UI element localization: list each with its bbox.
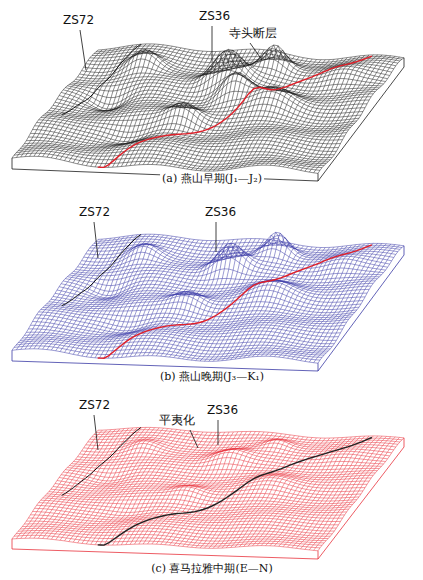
fault-line [98,245,372,358]
mesh-lines [12,44,404,174]
panel-caption: (a) 燕山早期(J₁—J₂) [160,172,264,185]
fault-line [98,438,372,546]
base-slab [12,438,404,559]
leader-line [218,420,219,445]
fault-line [98,56,372,167]
surface-panel [12,427,404,559]
boundary-line [62,44,141,114]
base-slab [12,58,404,181]
callout-label: 平夷化 [158,414,196,427]
base-slab [12,246,404,371]
callout-label: ZS36 [204,206,237,219]
boundary-line [62,428,141,496]
mesh-lines [12,232,404,363]
leader-line [80,30,86,70]
leader-line [94,415,98,450]
callout-label: ZS72 [62,14,95,27]
mesh-lines [12,427,404,550]
boundary-line [62,235,141,306]
callout-label: 寺头断层 [228,27,278,40]
leader-line [212,26,213,62]
leader-line [94,222,98,258]
panel-caption: (b) 燕山晚期(J₃—K₁) [158,370,266,383]
leader-line [216,222,217,252]
callout-label: ZS36 [198,10,231,23]
callout-label: ZS72 [78,399,111,412]
surface-panel [12,232,404,371]
callout-label: ZS36 [206,404,239,417]
callout-label: ZS72 [78,206,111,219]
surface-panel [12,44,404,181]
leader-line [250,43,262,60]
panel-caption: (c) 喜马拉雅中期(E—N) [149,562,274,575]
leader-line [190,430,198,448]
